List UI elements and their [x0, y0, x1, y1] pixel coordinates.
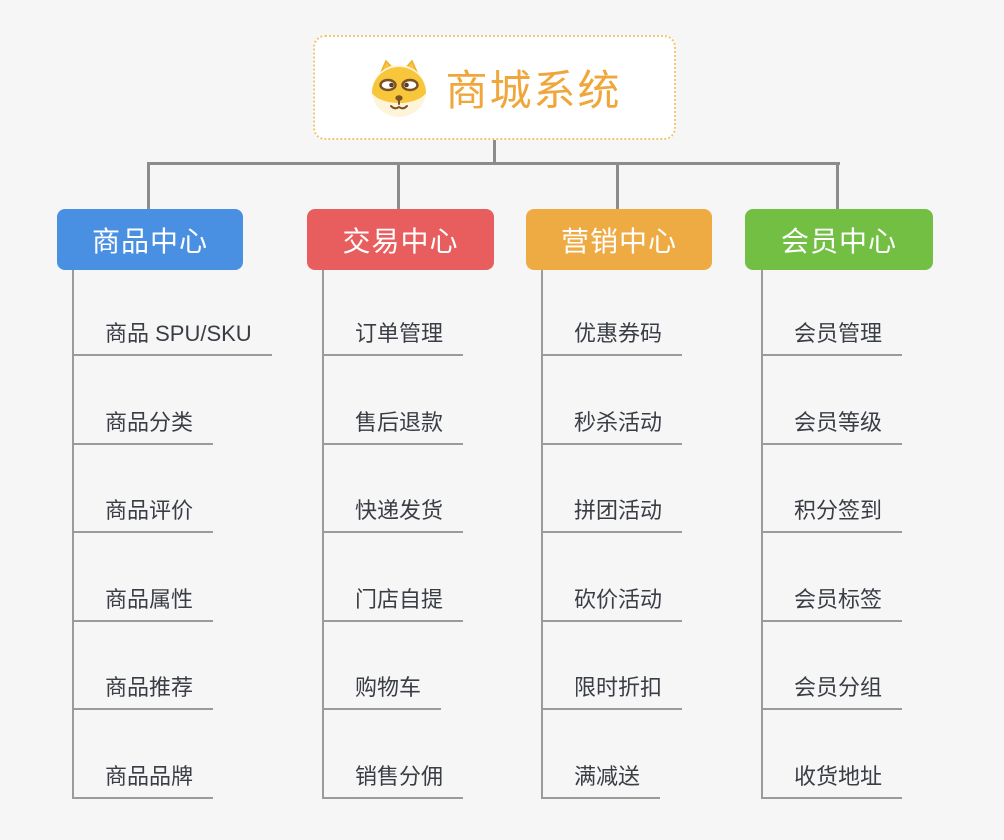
- leaf-node[interactable]: 门店自提: [322, 587, 464, 622]
- branch-connector-line: [761, 270, 763, 798]
- branch-column-marketing: 优惠券码 秒杀活动 拼团活动 砍价活动 限时折扣 满减送: [541, 270, 781, 799]
- connector-root-stub: [493, 140, 496, 165]
- leaf-node[interactable]: 优惠券码: [541, 321, 683, 356]
- leaf-node[interactable]: 满减送: [541, 764, 661, 799]
- leaf-node[interactable]: 商品评价: [72, 498, 214, 533]
- leaf-node[interactable]: 积分签到: [761, 498, 903, 533]
- branch-header-trade[interactable]: 交易中心: [307, 209, 494, 270]
- leaf-node[interactable]: 快递发货: [322, 498, 464, 533]
- branch-column-members: 会员管理 会员等级 积分签到 会员标签 会员分组 收货地址: [761, 270, 1001, 799]
- branch-header-members[interactable]: 会员中心: [745, 209, 933, 270]
- leaf-node[interactable]: 砍价活动: [541, 587, 683, 622]
- branch-header-products[interactable]: 商品中心: [57, 209, 243, 270]
- leaf-node[interactable]: 订单管理: [322, 321, 464, 356]
- connector-bus-line: [147, 162, 840, 165]
- leaf-node[interactable]: 商品 SPU/SKU: [72, 321, 272, 356]
- branch-connector-line: [322, 270, 324, 798]
- leaf-node[interactable]: 限时折扣: [541, 675, 683, 710]
- leaf-node[interactable]: 秒杀活动: [541, 410, 683, 445]
- leaf-node[interactable]: 会员分组: [761, 675, 903, 710]
- root-node[interactable]: 商城系统: [313, 35, 676, 140]
- connector-drop-line: [397, 162, 400, 210]
- branch-column-products: 商品 SPU/SKU 商品分类 商品评价 商品属性 商品推荐 商品品牌: [72, 270, 312, 799]
- leaf-node[interactable]: 购物车: [322, 675, 442, 710]
- connector-drop-line: [836, 162, 839, 210]
- branch-connector-line: [541, 270, 543, 798]
- leaf-node[interactable]: 商品推荐: [72, 675, 214, 710]
- leaf-node[interactable]: 销售分佣: [322, 764, 464, 799]
- dog-face-icon: [367, 57, 431, 119]
- leaf-node[interactable]: 会员标签: [761, 587, 903, 622]
- leaf-node[interactable]: 收货地址: [761, 764, 903, 799]
- leaf-node[interactable]: 商品属性: [72, 587, 214, 622]
- leaf-node[interactable]: 会员等级: [761, 410, 903, 445]
- branch-header-marketing[interactable]: 营销中心: [526, 209, 712, 270]
- leaf-node[interactable]: 拼团活动: [541, 498, 683, 533]
- root-title: 商城系统: [445, 67, 622, 114]
- connector-drop-line: [616, 162, 619, 210]
- leaf-node[interactable]: 商品分类: [72, 410, 214, 445]
- leaf-node[interactable]: 商品品牌: [72, 764, 214, 799]
- leaf-node[interactable]: 会员管理: [761, 321, 903, 356]
- branch-column-trade: 订单管理 售后退款 快递发货 门店自提 购物车 销售分佣: [322, 270, 562, 799]
- connector-drop-line: [147, 162, 150, 210]
- leaf-node[interactable]: 售后退款: [322, 410, 464, 445]
- branch-connector-line: [72, 270, 74, 798]
